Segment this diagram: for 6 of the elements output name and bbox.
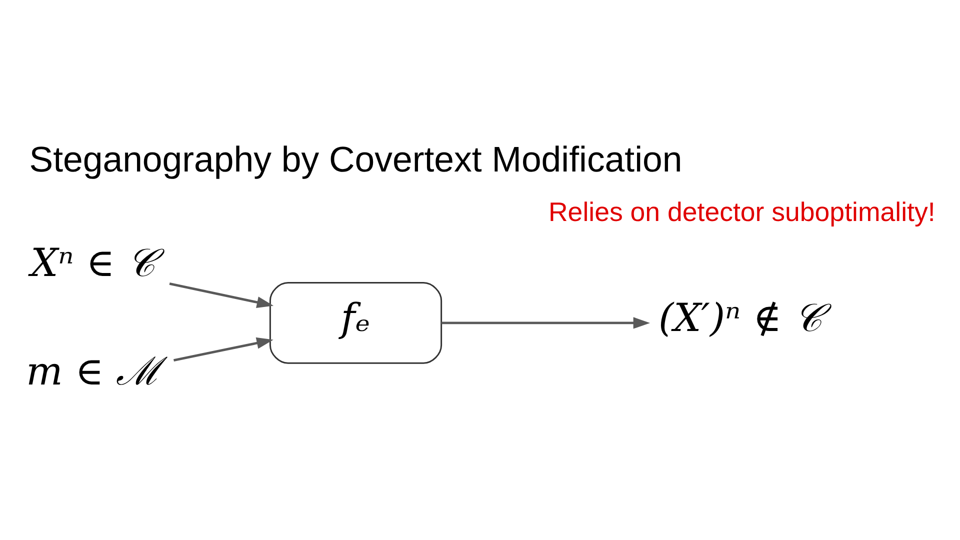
label: Relies on detector suboptimality! xyxy=(548,196,936,226)
node-box: fₑ xyxy=(269,282,442,364)
arrow xyxy=(174,336,274,361)
diagram-title: Steganography by Covertext Modification xyxy=(29,138,682,179)
arrow xyxy=(441,316,650,328)
arrow xyxy=(169,282,274,308)
